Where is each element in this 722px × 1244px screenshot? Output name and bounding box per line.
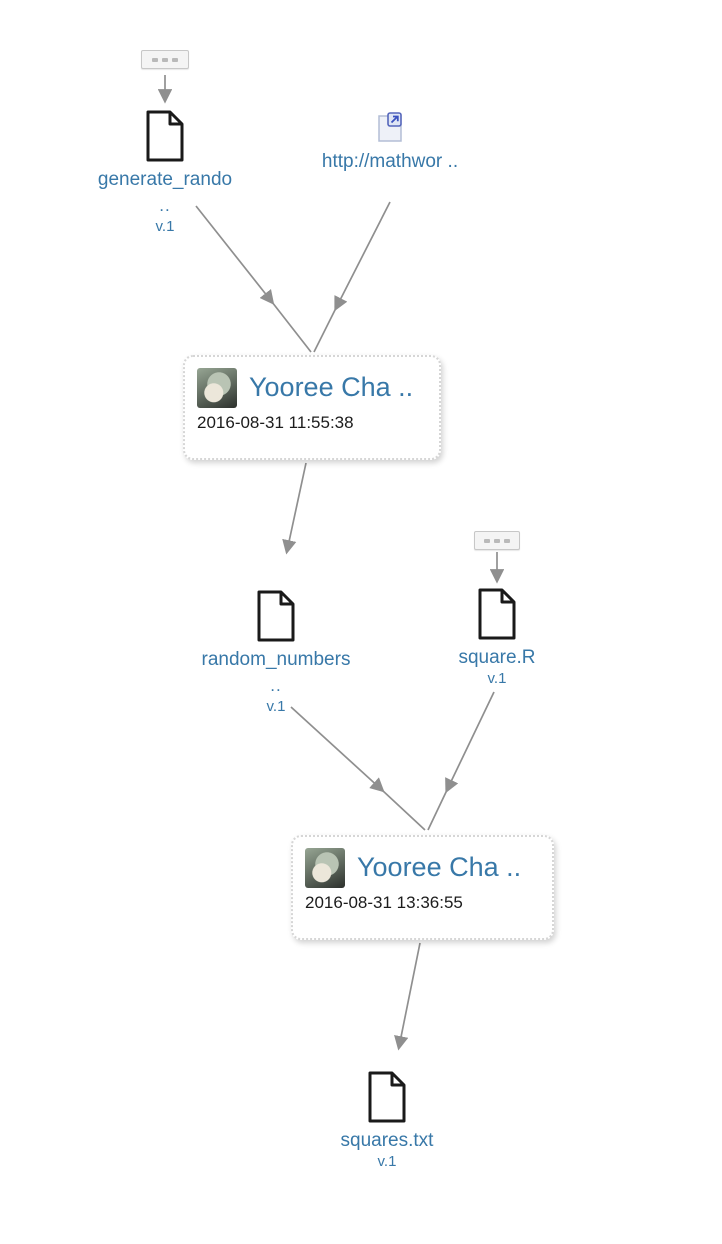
edge-squareR-to-activity2 [427, 691, 495, 831]
file-label: generate_rando [97, 169, 233, 190]
truncation-dots: .. [270, 675, 282, 695]
activity-node-2[interactable]: Yooree Cha .. 2016-08-31 13:36:55 [291, 835, 554, 940]
url-node-mathworks[interactable]: http://mathwor .. [300, 111, 480, 173]
edge-random-to-activity2 [290, 706, 426, 831]
file-icon [478, 588, 516, 640]
url-label: http://mathwor .. [321, 151, 459, 172]
external-link-document-icon [378, 112, 402, 142]
activity-timestamp: 2016-08-31 13:36:55 [305, 893, 463, 912]
ellipsis-icon [504, 538, 510, 543]
file-icon [257, 590, 295, 642]
activity-title: Yooree Cha .. [357, 852, 522, 883]
activity-header: Yooree Cha .. [197, 368, 427, 408]
activity-timestamp: 2016-08-31 11:55:38 [197, 413, 354, 432]
ellipsis-icon [162, 57, 168, 62]
version-label: v.1 [266, 698, 286, 716]
ellipsis-icon [484, 538, 490, 543]
file-node-squares-txt[interactable]: squares.txt v.1 [297, 1071, 477, 1169]
version-label: v.1 [377, 1152, 397, 1170]
file-label: square.R [458, 647, 536, 668]
version-label: v.1 [155, 218, 175, 236]
file-node-generate-rando[interactable]: generate_rando .. v.1 [75, 110, 255, 234]
file-label: squares.txt [340, 1130, 434, 1151]
file-label: random_numbers [201, 649, 351, 670]
file-node-random-numbers[interactable]: random_numbers .. v.1 [186, 590, 366, 714]
ellipsis-icon [152, 57, 158, 62]
file-node-square-r[interactable]: square.R v.1 [407, 588, 587, 686]
activity-node-1[interactable]: Yooree Cha .. 2016-08-31 11:55:38 [183, 355, 441, 460]
collapsed-node-button-top[interactable] [141, 50, 189, 69]
activity-title: Yooree Cha .. [249, 372, 414, 403]
file-icon [146, 110, 184, 162]
truncation-dots: .. [159, 195, 171, 215]
version-label: v.1 [487, 669, 507, 687]
ellipsis-icon [494, 538, 500, 543]
activity-header: Yooree Cha .. [305, 848, 540, 888]
edge-activity2-to-squares [394, 942, 421, 1051]
collapsed-node-button-mid[interactable] [474, 531, 520, 550]
avatar-image [305, 848, 345, 888]
edge-activity1-to-random [282, 462, 307, 555]
avatar-image [197, 368, 237, 408]
ellipsis-icon [172, 57, 178, 62]
edge-url-to-activity1 [313, 201, 391, 353]
file-icon [368, 1071, 406, 1123]
